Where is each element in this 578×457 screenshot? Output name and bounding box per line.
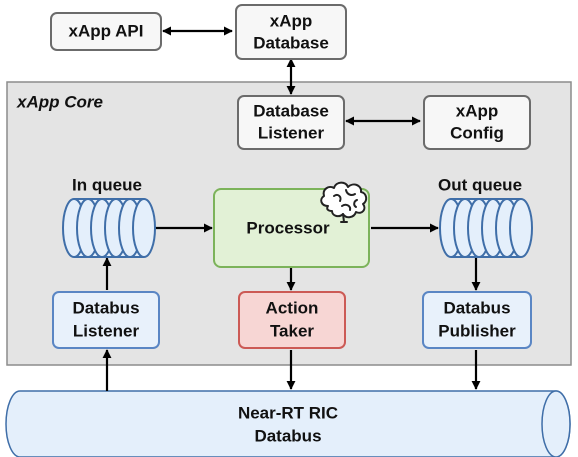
database-listener-box: Database Listener xyxy=(237,95,345,150)
databus-listener-label-line1: Databus xyxy=(72,298,139,317)
xapp-api-box: xApp API xyxy=(50,12,162,51)
action-taker-box: Action Taker xyxy=(238,291,346,349)
out-queue-label: Out queue xyxy=(438,175,522,194)
databus-listener-label-line2: Listener xyxy=(73,321,140,340)
action-taker-label-line2: Taker xyxy=(270,321,314,340)
xapp-core-title: xApp Core xyxy=(16,92,103,111)
xapp-database-label-line2: Database xyxy=(253,33,329,52)
in-queue-label: In queue xyxy=(72,175,142,194)
in-queue-icon xyxy=(62,198,156,258)
xapp-database-label-line1: xApp xyxy=(270,11,313,30)
databus-label-line2: Databus xyxy=(254,426,321,445)
xapp-config-box: xApp Config xyxy=(423,95,531,150)
out-queue-icon xyxy=(439,198,533,258)
brain-icon xyxy=(320,181,368,223)
databus-publisher-label-line1: Databus xyxy=(443,298,510,317)
edges xyxy=(102,26,481,391)
processor-box: Processor xyxy=(213,181,370,268)
databus-publisher-label-line2: Publisher xyxy=(438,321,516,340)
processor-label: Processor xyxy=(246,218,330,237)
xapp-database-box: xApp Database xyxy=(235,4,347,60)
xapp-api-label: xApp API xyxy=(69,21,144,40)
databus-listener-box: Databus Listener xyxy=(52,291,160,349)
database-listener-label-line1: Database xyxy=(253,101,329,120)
databus-label-line1: Near-RT RIC xyxy=(238,403,338,422)
near-rt-ric-databus: Near-RT RIC Databus xyxy=(5,390,571,457)
xapp-config-label-line2: Config xyxy=(450,123,504,142)
database-listener-label-line2: Listener xyxy=(258,123,325,142)
xapp-config-label-line1: xApp xyxy=(456,101,499,120)
action-taker-label-line1: Action xyxy=(266,298,319,317)
databus-publisher-box: Databus Publisher xyxy=(422,291,532,349)
